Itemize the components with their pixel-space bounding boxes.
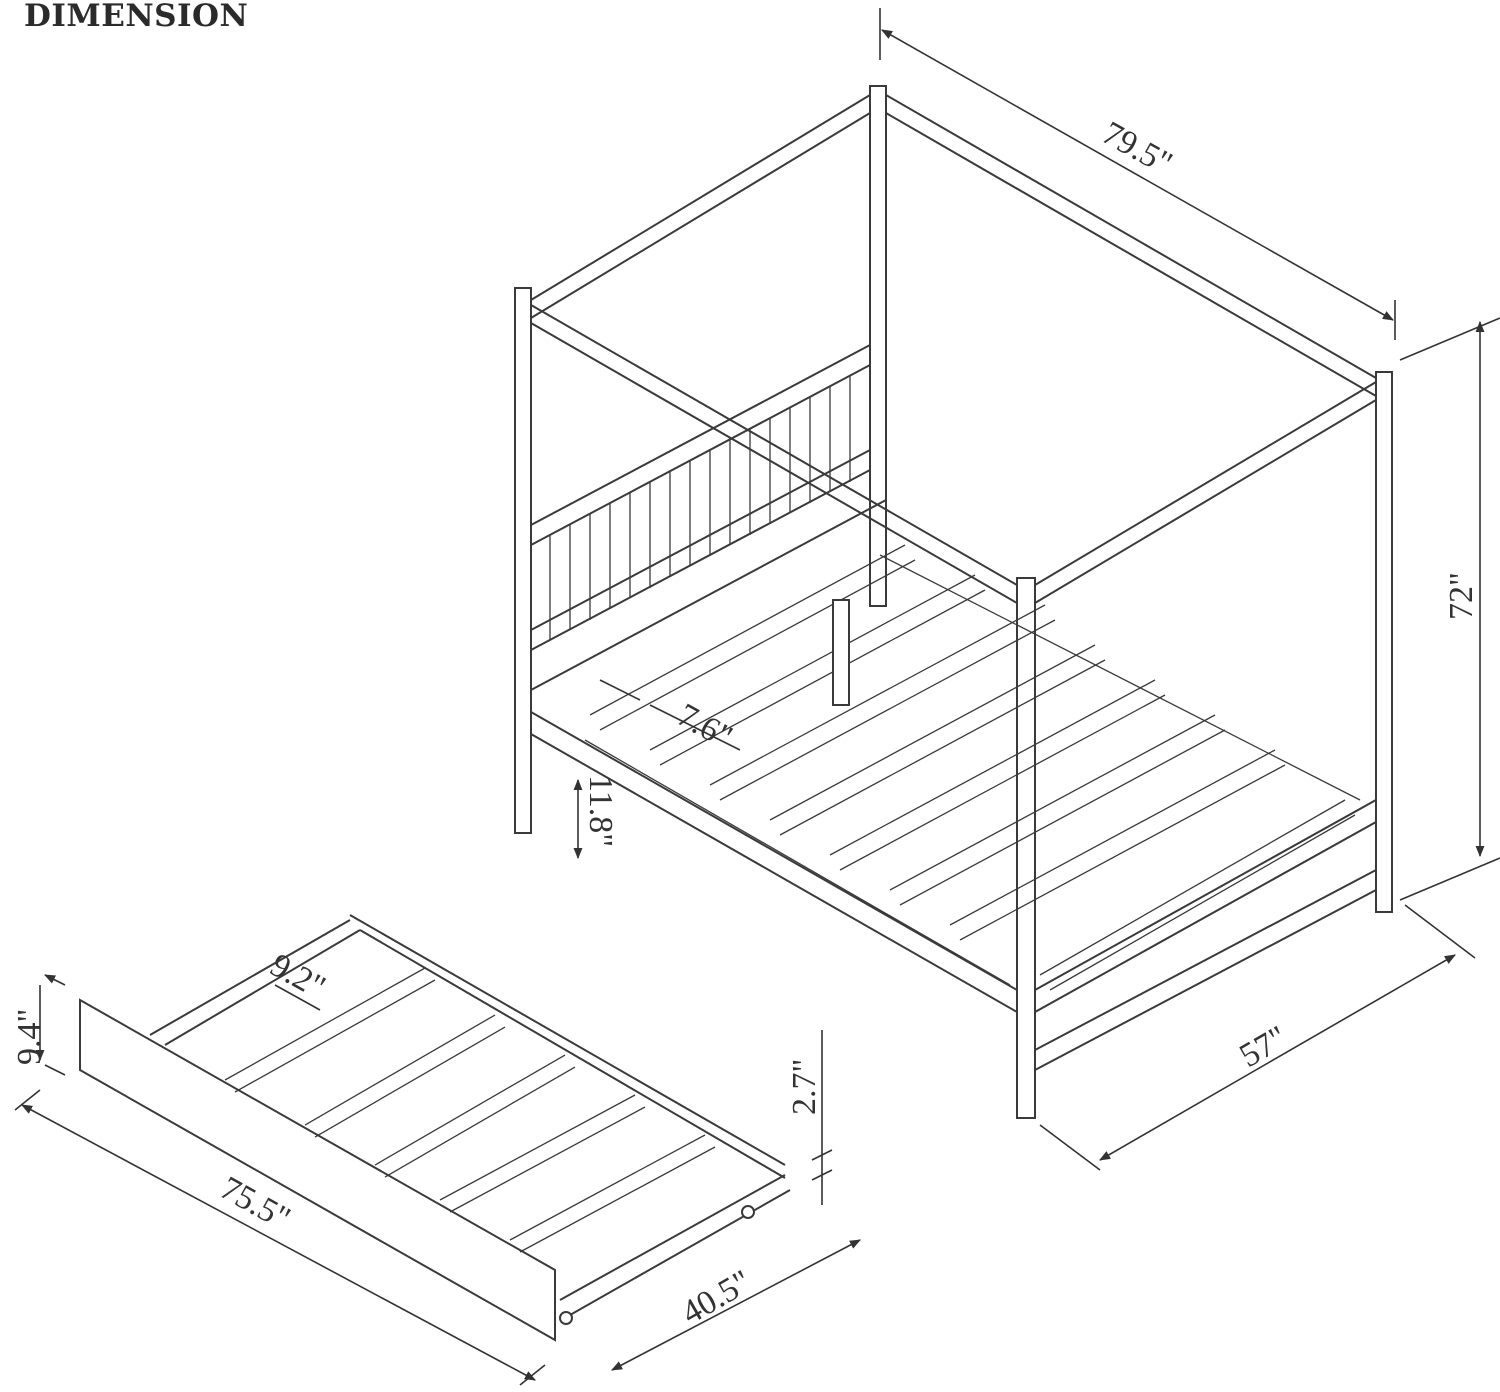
caster-wheel	[559, 1311, 573, 1325]
canopy-bed	[514, 85, 1393, 1119]
headboard-bottom-rail	[530, 449, 871, 651]
bed-slats	[584, 544, 1361, 991]
trundle-side-back	[349, 914, 786, 1179]
trundle-side-left	[149, 919, 361, 1046]
dimension-lines	[14, 8, 1500, 1386]
diagram-title: DIMENSION	[24, 0, 249, 34]
label-bed-height: 72"	[1443, 572, 1480, 620]
trundle	[79, 914, 791, 1342]
canopy-rail-front	[530, 304, 1018, 604]
label-trundle-slat-gap: 9.2"	[264, 947, 331, 1007]
label-bed-length: 79.5"	[1096, 115, 1178, 183]
dim-line-length	[881, 29, 1394, 321]
canopy-rail-right	[1034, 381, 1377, 604]
canopy-rail-left	[530, 94, 871, 319]
center-support-leg	[832, 599, 850, 706]
headboard-top-rail	[530, 344, 871, 546]
post-back-right	[1375, 371, 1393, 913]
dim-line-trundle-length	[21, 1104, 536, 1381]
post-front-right	[1016, 577, 1036, 1119]
label-trundle-clearance: 2.7"	[786, 1059, 823, 1115]
trundle-slats	[224, 967, 716, 1253]
label-clearance: 11.8"	[582, 775, 619, 847]
label-bed-width: 57"	[1234, 1019, 1294, 1075]
label-trundle-width: 40.5"	[676, 1263, 758, 1332]
post-back-left	[869, 85, 887, 607]
dim-line-trundle-width	[611, 1239, 861, 1371]
post-front-left	[514, 287, 532, 834]
label-trundle-height: 9.4"	[11, 1009, 48, 1065]
dim-line-width	[1099, 954, 1456, 1161]
side-rail-front	[530, 710, 1018, 1014]
caster-wheel	[741, 1205, 755, 1219]
headboard-slats	[549, 376, 851, 640]
trundle-front-panel	[79, 998, 556, 1342]
dim-line-trundle-height	[40, 975, 66, 1076]
label-slat-gap: 7.6"	[671, 697, 738, 757]
side-rail-head	[530, 499, 887, 691]
